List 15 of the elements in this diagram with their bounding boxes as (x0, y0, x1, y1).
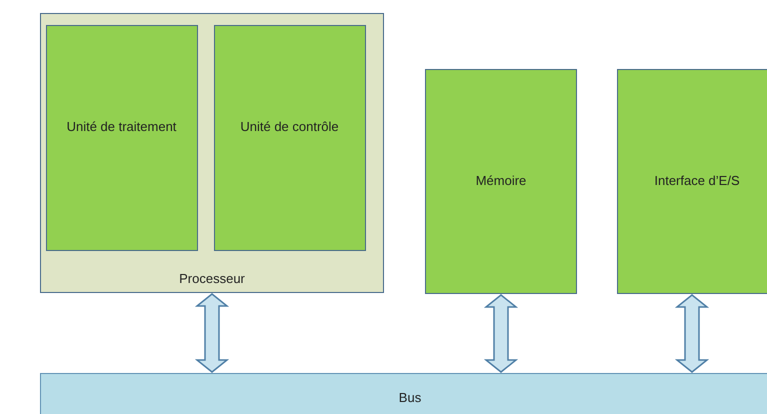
unit-box (214, 24, 366, 250)
box-label: Interface d’E/S (654, 172, 740, 190)
box-label: Processeur (179, 270, 245, 288)
double-block-arrow (194, 293, 230, 373)
component-box (617, 69, 767, 294)
box-label: Mémoire (476, 172, 526, 190)
bus-bar (40, 373, 767, 414)
double-block-arrow (484, 294, 518, 373)
component-box (425, 69, 577, 294)
box-label: Unité de traitement (66, 118, 176, 136)
box-label: Bus (398, 388, 422, 407)
box-label: Unité de contrôle (240, 118, 339, 136)
double-block-arrow (674, 294, 710, 373)
processor-box (40, 13, 384, 293)
unit-box (46, 24, 198, 250)
